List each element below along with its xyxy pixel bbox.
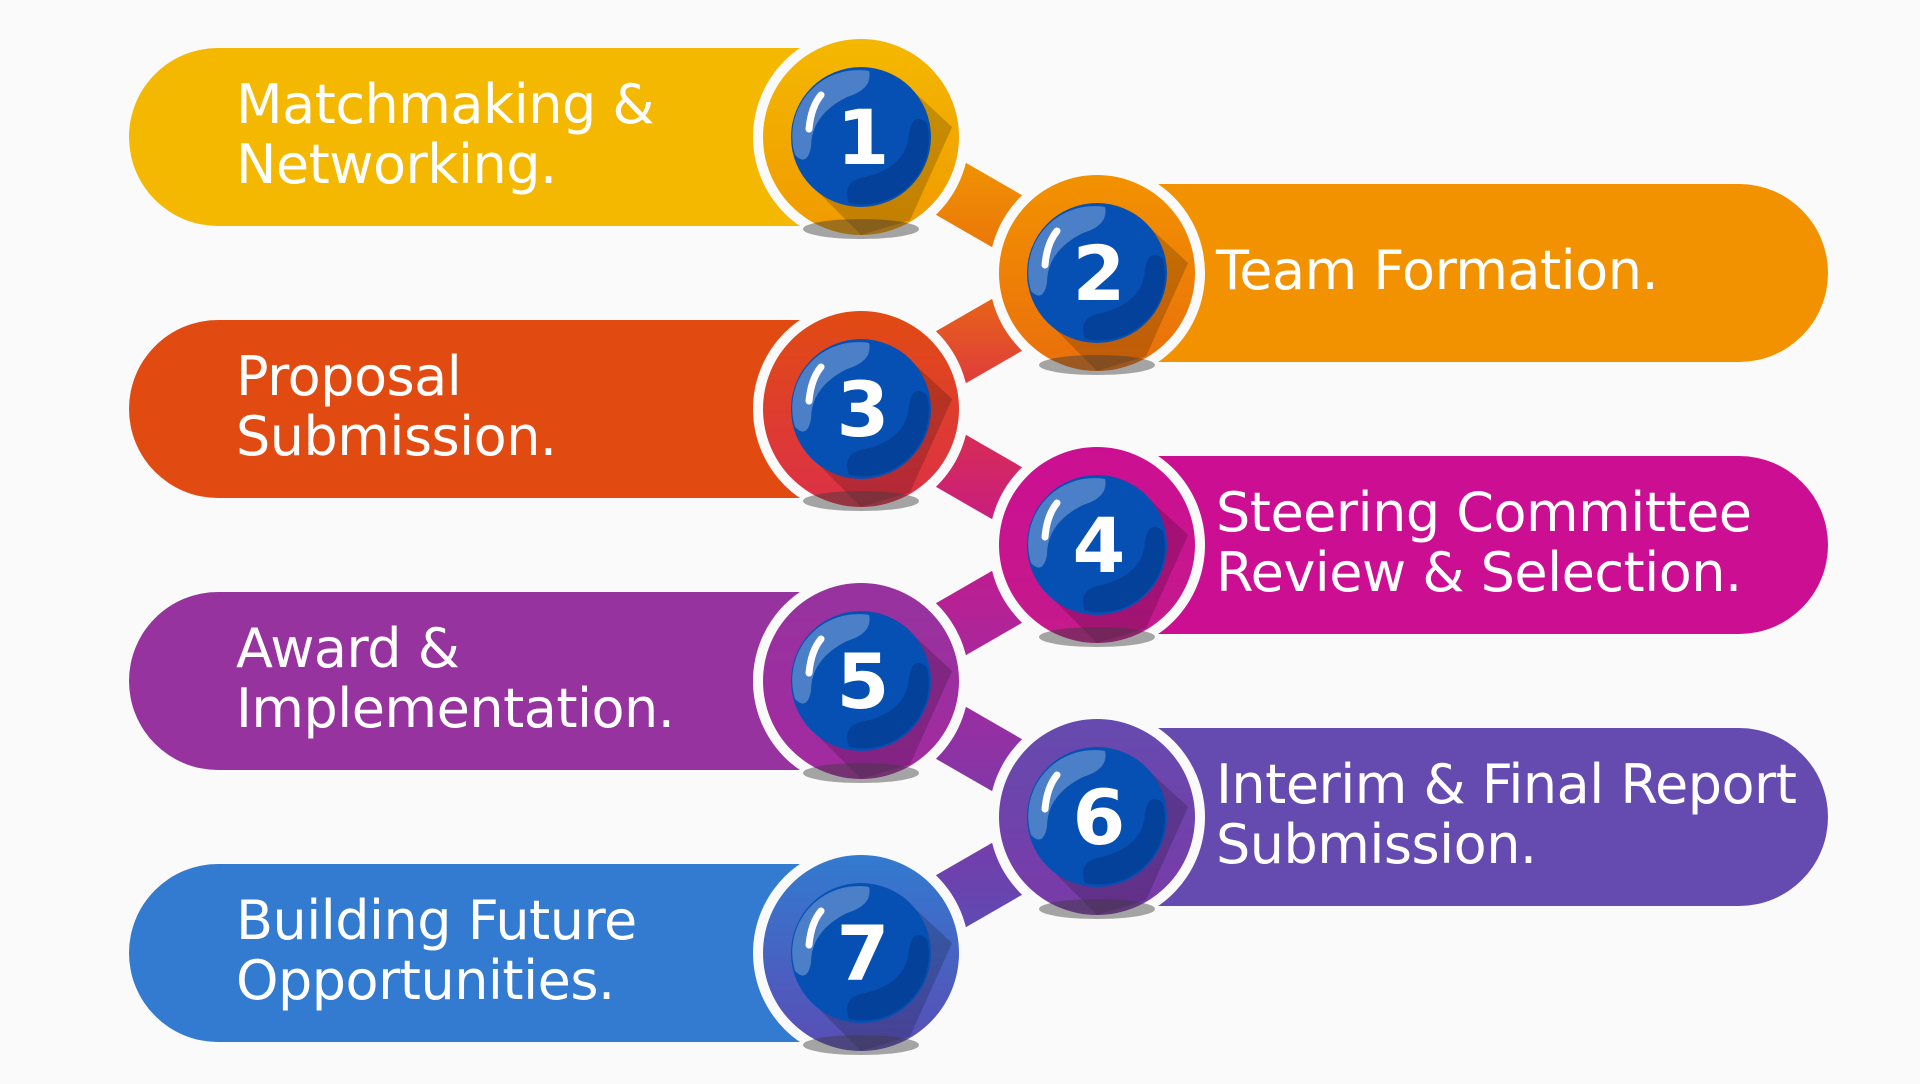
number-ball-icon <box>791 339 931 479</box>
number-ball-icon <box>1027 475 1167 615</box>
step-label-2: Team Formation. <box>1216 239 1659 302</box>
step-number-3: 3 <box>837 365 890 454</box>
number-ball-icon <box>1027 747 1167 887</box>
badge-ground-shadow <box>803 491 919 511</box>
step-label-line: Steering Committee <box>1216 481 1752 544</box>
ball-shade <box>847 390 929 477</box>
badge-ground-shadow <box>1039 627 1155 647</box>
step-badge-4: 4 <box>989 437 1205 653</box>
step-label-line: Award & <box>236 617 460 680</box>
number-ball-icon <box>1027 203 1167 343</box>
step-label-line: Implementation. <box>236 677 675 740</box>
step-label-line: Matchmaking & <box>236 73 655 136</box>
step-label-line: Building Future <box>236 889 637 952</box>
step-badge-3: 3 <box>753 301 969 517</box>
step-badge-2: 2 <box>989 165 1205 381</box>
ball-shade <box>847 118 929 205</box>
badge-ground-shadow <box>803 763 919 783</box>
step-label-5: Award &Implementation. <box>236 617 675 740</box>
ball-highlight <box>792 886 870 976</box>
step-pill-3 <box>129 320 840 498</box>
step-label-line: Interim & Final Report <box>1216 753 1797 816</box>
step-label-1: Matchmaking &Networking. <box>236 73 655 196</box>
step-number-7: 7 <box>837 909 890 998</box>
step-label-line: Team Formation. <box>1216 239 1659 302</box>
step-number-2: 2 <box>1073 229 1126 318</box>
step-badge-1: 1 <box>753 29 969 245</box>
ball-highlight <box>792 614 870 704</box>
ball-shade <box>1083 798 1165 885</box>
ball-highlight <box>792 70 870 160</box>
rings-layer: 1 2 3 4 5 6 7 <box>753 29 1205 1061</box>
step-number-4: 4 <box>1073 501 1126 590</box>
ball-shade <box>847 934 929 1021</box>
number-ball-icon <box>791 67 931 207</box>
step-number-5: 5 <box>837 637 890 726</box>
badge-ground-shadow <box>1039 899 1155 919</box>
step-pill-5 <box>129 592 840 770</box>
step-badge-6: 6 <box>989 709 1205 925</box>
step-pill-4 <box>1120 456 1828 634</box>
ball-highlight <box>1028 750 1106 840</box>
badge-ground-shadow <box>803 219 919 239</box>
ball-highlight <box>1028 478 1106 568</box>
step-label-line: Submission. <box>236 405 557 468</box>
step-badge-7: 7 <box>753 845 969 1061</box>
badge-ground-shadow <box>803 1035 919 1055</box>
ball-shade <box>1083 526 1165 613</box>
badge-ground-shadow <box>1039 355 1155 375</box>
ball-shade <box>847 662 929 749</box>
gloss-mark <box>805 907 825 949</box>
step-pill-2 <box>1120 184 1828 362</box>
gloss-mark <box>1041 227 1061 269</box>
gloss-mark <box>805 91 825 133</box>
gloss-mark <box>1041 499 1061 541</box>
step-number-6: 6 <box>1073 773 1126 862</box>
step-badge-5: 5 <box>753 573 969 789</box>
gloss-mark <box>1041 771 1061 813</box>
step-pill-1 <box>129 48 840 226</box>
pills-layer <box>129 48 1828 1042</box>
step-pill-7 <box>129 864 840 1042</box>
gloss-mark <box>805 635 825 677</box>
gloss-mark <box>805 363 825 405</box>
step-pill-6 <box>1120 728 1828 906</box>
number-ball-icon <box>791 611 931 751</box>
ball-highlight <box>1028 206 1106 296</box>
step-label-line: Opportunities. <box>236 949 615 1012</box>
number-ball-icon <box>791 883 931 1023</box>
ball-shade <box>1083 254 1165 341</box>
ball-highlight <box>792 342 870 432</box>
step-label-line: Submission. <box>1216 813 1537 876</box>
step-number-1: 1 <box>837 93 890 182</box>
step-label-line: Proposal <box>236 345 462 408</box>
step-label-line: Networking. <box>236 133 557 196</box>
step-label-line: Review & Selection. <box>1216 541 1742 604</box>
